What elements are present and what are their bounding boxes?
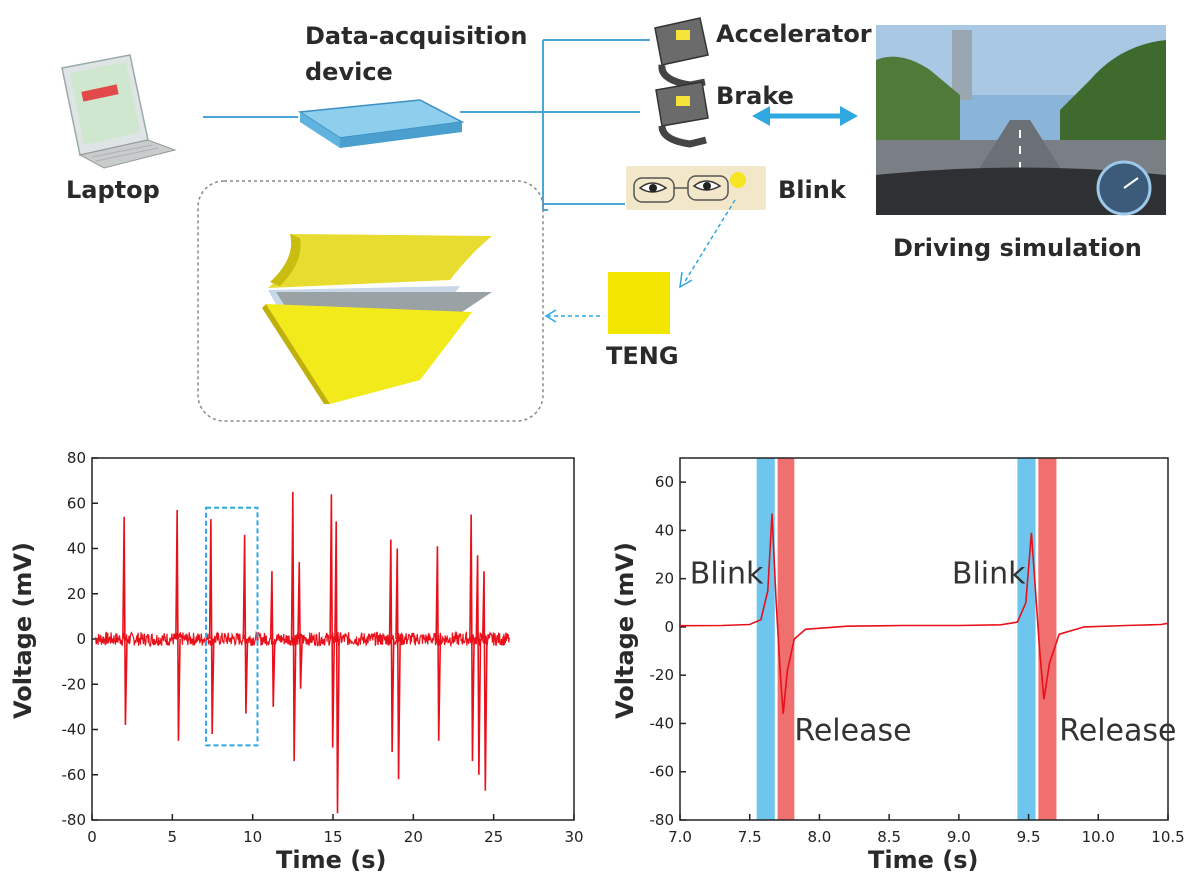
chart1-y-tick-label: -80: [62, 811, 87, 829]
chart1-spike: [388, 539, 395, 753]
chart1-ticks: 0 5 10 15 20 25 30 80 60 40 20 0 -20 -40 -60 -80: [62, 449, 584, 846]
chart2-x-tick-label: 7.5: [738, 828, 762, 846]
accelerator-pedal-icon: [654, 17, 709, 89]
chart1-x-tick-label: 30: [564, 828, 583, 846]
chart1-x-tick-label: 25: [484, 828, 503, 846]
chart1-y-tick-label: 80: [67, 449, 86, 467]
chart1-signal: [94, 491, 510, 814]
chart1-y-tick-label: 0: [76, 630, 86, 648]
chart1-spike: [242, 534, 249, 714]
chart2-x-tick-label: 8.0: [807, 828, 831, 846]
chart2-y-tick-label: -80: [650, 811, 675, 829]
voltage-time-chart-left: 0 5 10 15 20 25 30 80 60 40 20 0 -20 -40 -60 -80: [62, 449, 584, 846]
chart2-ticks: 7.0 7.5 8.0 8.5 9.0 9.5 10.0 10.5 60 40 20 0 -20 -40 -…: [650, 473, 1185, 846]
chart1-spike: [297, 562, 303, 689]
teng-label: TENG: [606, 342, 679, 370]
chart2-x-tick-label: 10.0: [1082, 828, 1115, 846]
chart2-x-tick-label: 10.5: [1151, 828, 1184, 846]
teng-inset-frame: [197, 180, 544, 422]
chart2-x-tick-label: 9.5: [1017, 828, 1041, 846]
chart2-plot-frame: [679, 457, 1169, 821]
chart2-annotation-label: Blink: [952, 556, 1026, 591]
chart1-spike: [481, 571, 488, 791]
blink-glasses-icon: [626, 166, 766, 210]
chart1-x-tick-label: 5: [168, 828, 178, 846]
daq-device-icon: [297, 99, 465, 148]
blink-label: Blink: [778, 176, 846, 204]
chart1-y-tick-label: 60: [67, 494, 86, 512]
chart2-highlight-band: [756, 458, 775, 820]
dashed-arrow-blink-to-teng: [679, 199, 736, 289]
chart1-spike: [395, 548, 401, 780]
chart1-spike: [208, 519, 215, 735]
chart1-spike: [334, 521, 340, 814]
chart2-y-tick-label: 40: [655, 521, 674, 539]
chart2-x-tick-label: 8.5: [877, 828, 901, 846]
chart2-y-tick-label: 0: [664, 618, 674, 636]
chart1-spike: [290, 491, 297, 762]
chart2-y-tick-label: -60: [650, 763, 675, 781]
chart1-x-tick-label: 15: [323, 828, 342, 846]
chart1-spike: [329, 494, 336, 748]
connection-lines: [203, 39, 650, 211]
chart1-y-tick-label: -60: [62, 766, 87, 784]
chart1-spike: [469, 514, 475, 762]
chart2-x-axis-label: Time (s): [868, 846, 979, 874]
teng-block-icon: [608, 272, 670, 334]
driving-simulation-image: [876, 25, 1166, 216]
chart2-y-tick-label: -40: [650, 714, 675, 732]
chart1-y-tick-label: 20: [67, 585, 86, 603]
chart1-spike: [269, 571, 276, 707]
chart2-annotation-label: Blink: [690, 556, 764, 591]
chart2-highlight-band: [1038, 458, 1057, 820]
laptop-icon: [61, 54, 177, 169]
laptop-label: Laptop: [66, 176, 160, 204]
chart1-y-tick-label: 40: [67, 540, 86, 558]
chart2-y-tick-label: 60: [655, 473, 674, 491]
chart1-spike: [435, 546, 442, 741]
daq-label-line1: Data-acquisition: [305, 22, 528, 50]
chart1-x-axis-label: Time (s): [276, 846, 387, 874]
chart2-highlight-band: [1017, 458, 1036, 820]
chart2-y-tick-label: 20: [655, 570, 674, 588]
chart1-y-tick-label: -20: [62, 675, 87, 693]
chart1-x-tick-label: 20: [404, 828, 423, 846]
chart1-x-tick-label: 10: [243, 828, 262, 846]
voltage-time-chart-right: 7.0 7.5 8.0 8.5 9.0 9.5 10.0 10.5 60 40 20 0 -20 -40 -…: [650, 457, 1185, 846]
chart1-spike: [475, 555, 482, 775]
chart2-signal-line: [679, 513, 1169, 714]
chart2-x-tick-label: 9.0: [947, 828, 971, 846]
bidirectional-arrow-icon: [752, 106, 858, 126]
chart2-y-axis-label: Voltage (mV): [611, 542, 639, 719]
daq-label-line2: device: [305, 58, 393, 86]
chart1-spike: [122, 516, 128, 725]
chart2-annotation-label: Release: [1059, 713, 1176, 748]
teng-layers-icon: [262, 234, 492, 404]
chart2-annotation-label: Release: [794, 713, 911, 748]
accelerator-label: Accelerator: [716, 20, 872, 48]
chart2-y-tick-label: -20: [650, 666, 675, 684]
chart1-highlight-box: [205, 506, 259, 747]
dashed-arrow-teng-to-inset: [544, 309, 600, 323]
chart1-x-tick-label: 0: [87, 828, 97, 846]
chart1-y-axis-label: Voltage (mV): [9, 542, 37, 719]
chart1-spike: [175, 510, 181, 741]
brake-pedal-icon: [655, 81, 709, 148]
chart2-highlight-band: [777, 458, 795, 820]
chart2-x-tick-label: 7.0: [668, 828, 692, 846]
chart2-bands: [756, 458, 1057, 820]
chart1-y-tick-label: -40: [62, 721, 87, 739]
brake-label: Brake: [716, 82, 794, 110]
driving-simulation-label: Driving simulation: [893, 234, 1142, 262]
